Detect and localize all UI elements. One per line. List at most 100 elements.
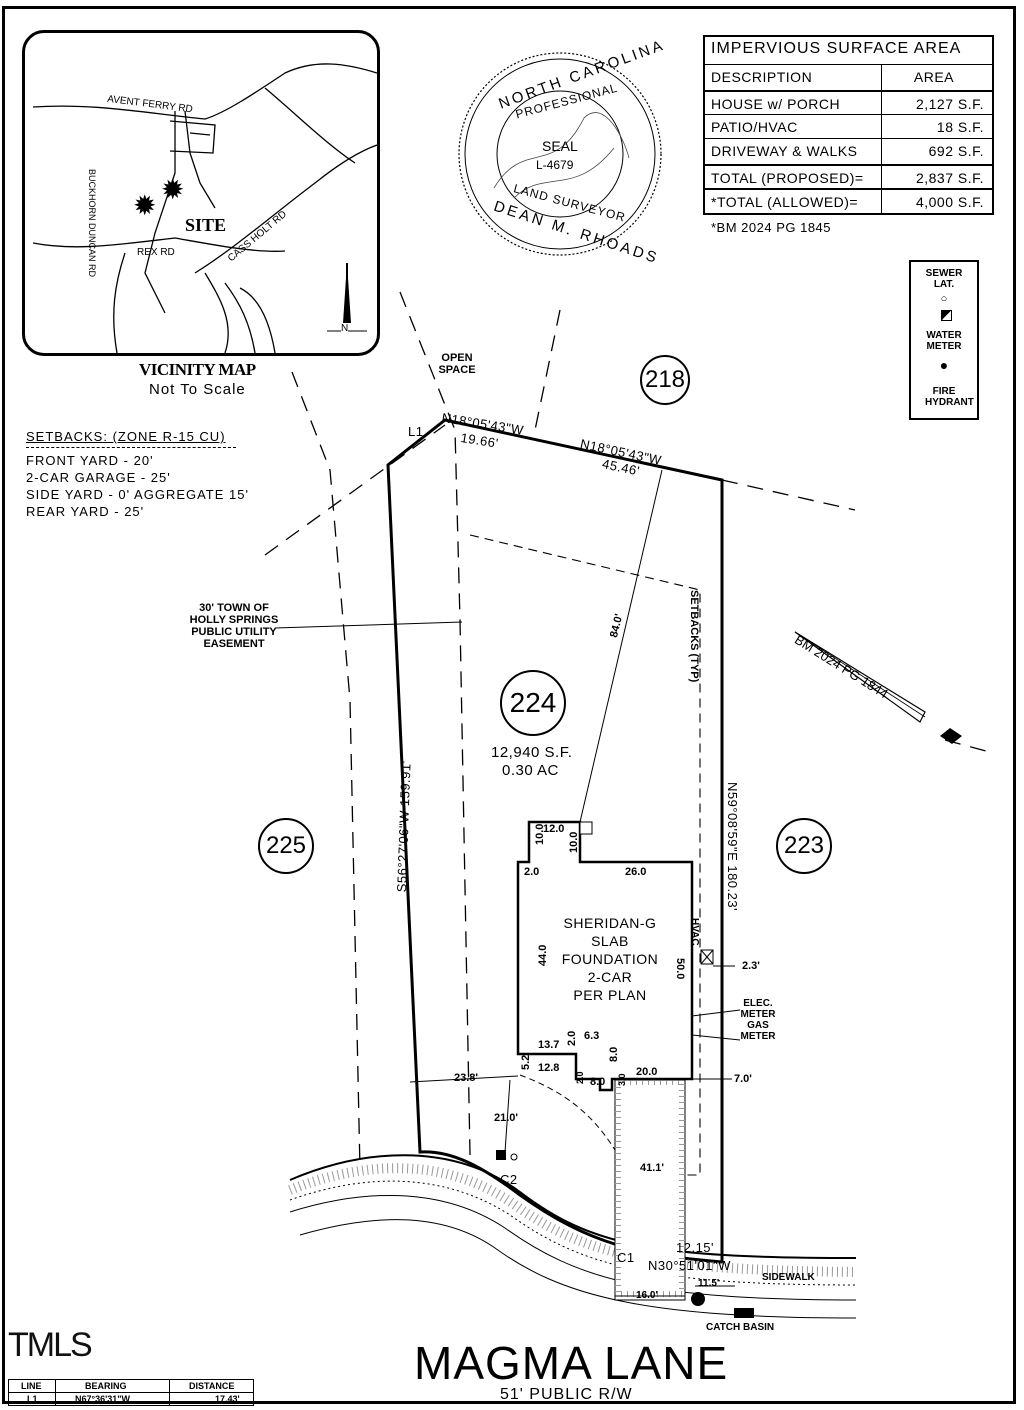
easement-label: 30' TOWN OF HOLLY SPRINGS PUBLIC UTILITY… — [189, 602, 279, 650]
impervious-header-description: DESCRIPTION — [711, 69, 813, 85]
setback-item: REAR YARD - 25' — [26, 504, 145, 519]
offset-drive: 41.1' — [640, 1162, 665, 1174]
impervious-header-area: AREA — [913, 69, 954, 85]
offset-right-front: 7.0' — [734, 1073, 752, 1085]
legend-sewer-label: SEWER LAT. — [925, 268, 963, 290]
setback-item: 2-CAR GARAGE - 25' — [26, 470, 171, 485]
line-table-distance: 17.43' — [215, 1394, 240, 1404]
bm-arrow — [794, 631, 926, 723]
dim-20: 20.0 — [636, 1066, 658, 1078]
house-bump — [579, 821, 593, 835]
row-description: TOTAL (PROPOSED)= — [711, 170, 864, 186]
offset-sidewalk-left: 16.0' — [636, 1290, 658, 1301]
row-area: 4,000 S.F. — [915, 194, 984, 210]
line-l1-label: L1 — [408, 424, 424, 439]
catch-basin-symbol — [734, 1308, 754, 1318]
table-row: *TOTAL (ALLOWED)= 4,000 S.F. — [705, 188, 992, 215]
house-name: SHERIDAN-G — [563, 915, 657, 931]
dim-6-3: 6.3 — [584, 1030, 600, 1042]
dim-26: 26.0 — [625, 866, 647, 878]
elec-gas-meter-label: ELEC. METER GAS METER — [740, 998, 776, 1042]
dim-50: 50.0 — [674, 958, 686, 980]
sewer-lateral-icon: ○ — [940, 293, 948, 305]
line-table-bearing: N67°36'31"W — [75, 1394, 131, 1404]
dim-2-0-b: 2.0 — [575, 1071, 585, 1084]
vicinity-map-title: VICINITY MAP — [139, 360, 256, 379]
rear-left-line — [264, 424, 446, 556]
fire-hydrant-icon: ● — [939, 357, 949, 373]
impervious-title: IMPERVIOUS SURFACE AREA — [711, 40, 962, 57]
setback-item: FRONT YARD - 20' — [26, 453, 154, 468]
lot-225-label: 225 — [258, 818, 314, 874]
lot-223-label: 223 — [776, 818, 832, 874]
row-line-back — [289, 1154, 857, 1259]
utility-legend: SEWER LAT. ○ WATER METER ● FIRE HYDRANT — [909, 260, 979, 420]
seal-license: L-4679 — [536, 158, 574, 172]
setbacks-title: SETBACKS: (ZONE R-15 CU) — [26, 429, 226, 444]
curve-c2-label: C2 — [500, 1172, 518, 1187]
row-area: 2,837 S.F. — [915, 170, 984, 186]
curb-back — [289, 1194, 857, 1301]
water-meter-icon — [941, 310, 952, 321]
site-sun-icon: ✹ — [133, 190, 157, 221]
sewer-lateral-symbol — [510, 1153, 518, 1161]
table-row: TOTAL (PROPOSED)= 2,837 S.F. — [705, 164, 992, 190]
curb-front — [299, 1219, 857, 1319]
left-front-offset — [409, 1075, 519, 1083]
open-space-line — [534, 309, 561, 431]
row-area: 18 S.F. — [936, 119, 984, 135]
bearing-front-distance: 12.15' — [676, 1240, 715, 1255]
site-sun-icon-2: ✹ — [161, 174, 185, 205]
row-description: PATIO/HVAC — [711, 119, 798, 135]
bearing-right-side: N59°08'59"E 180.23' — [725, 782, 740, 912]
house-plan: PER PLAN — [573, 987, 647, 1003]
dim-12: 12.0 — [543, 823, 565, 835]
setbacks-notes: SETBACKS: (ZONE R-15 CU) FRONT YARD - 20… — [26, 428, 249, 520]
row-area: 2,127 S.F. — [915, 96, 984, 112]
house-foundation-2: FOUNDATION — [561, 951, 659, 967]
impervious-header-row: DESCRIPTION AREA — [705, 64, 992, 89]
dim-13-7: 13.7 — [538, 1039, 560, 1051]
line-table-header-line: LINE — [21, 1381, 42, 1391]
sidewalk-label: SIDEWALK — [762, 1272, 815, 1283]
dim-12-8: 12.8 — [538, 1062, 560, 1074]
lot-224-label: 224 — [500, 670, 566, 736]
hvac-label: HVAC — [689, 918, 700, 946]
offset-sidewalk-right: 11.5' — [698, 1278, 720, 1289]
road-rex: REX RD — [137, 247, 175, 258]
dim-44: 44.0 — [537, 944, 549, 966]
impervious-footnote: *BM 2024 PG 1845 — [711, 220, 832, 235]
row-description: *TOTAL (ALLOWED)= — [711, 194, 859, 210]
open-space-label: OPEN SPACE — [438, 352, 476, 376]
line-table-header-bearing: BEARING — [85, 1381, 127, 1391]
catch-basin-label: CATCH BASIN — [706, 1322, 775, 1333]
rear-offset-line — [579, 469, 663, 823]
line-table: LINE BEARING DISTANCE L1 N67°36'31"W 17.… — [8, 1379, 254, 1406]
drawing-frame — [2, 6, 1016, 1404]
easement-line-left — [291, 371, 361, 1171]
line-table-header-distance: DISTANCE — [189, 1381, 235, 1391]
dim-8-0-a: 8.0 — [608, 1046, 620, 1062]
street-name: MAGMA LANE — [414, 1337, 729, 1389]
north-arrow-symbol — [940, 728, 962, 744]
lot-area-sf: 12,940 S.F. — [491, 744, 573, 761]
dim-2: 2.0 — [524, 866, 540, 878]
vicinity-map-roads — [32, 63, 377, 353]
walk-line — [519, 1074, 616, 1151]
row-area: 692 S.F. — [928, 143, 984, 159]
vicinity-map-subtitle: Not To Scale — [149, 381, 246, 398]
driveway — [614, 1079, 686, 1301]
dim-5-2: 5.2 — [520, 1054, 532, 1070]
setbacks-typ-label: SETBACKS (TYP) — [688, 590, 700, 683]
vicinity-map: AVENT FERRY RD BUCKHORN DUNCAN RD CASS H… — [22, 30, 380, 356]
impervious-column-divider — [881, 64, 882, 213]
legend-fire-label: FIRE HYDRANT — [925, 386, 974, 408]
dim-2-0: 2.0 — [566, 1030, 578, 1046]
table-row: PATIO/HVAC 18 S.F. — [705, 114, 992, 139]
dim-3-0: 3.0 — [617, 1073, 627, 1086]
setback-item: SIDE YARD - 0' AGGREGATE 15' — [26, 487, 249, 502]
easement-leader — [274, 621, 463, 629]
street-row: 51' PUBLIC R/W — [500, 1386, 633, 1403]
house-footprint — [516, 820, 694, 1092]
